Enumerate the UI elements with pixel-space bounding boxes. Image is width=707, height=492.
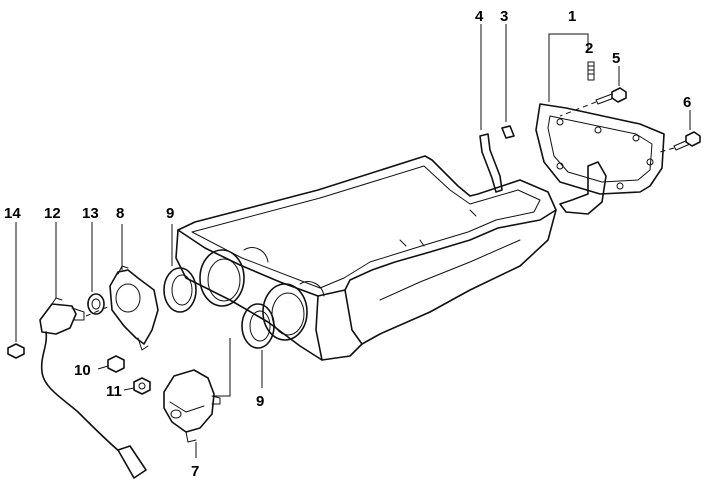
sensor-cover: [163, 369, 221, 458]
callout-11: 11: [106, 383, 122, 400]
nut: [123, 377, 151, 395]
callout-4: 4: [475, 8, 484, 25]
callout-1: 1: [568, 8, 576, 25]
callout-2: 2: [585, 40, 593, 57]
dowel-pin: [501, 24, 515, 139]
callout-5: 5: [612, 50, 620, 67]
callout-9-lower: 9: [256, 393, 264, 410]
bolt-small: [7, 222, 25, 359]
main-housing: [175, 155, 557, 397]
bolt-hex: [97, 355, 125, 373]
callout-7: 7: [191, 463, 199, 480]
stud: [587, 61, 595, 81]
callout-10: 10: [74, 362, 91, 379]
seal-ring-lower: [241, 303, 275, 388]
callout-13: 13: [82, 205, 99, 222]
callout-6: 6: [683, 94, 691, 111]
callout-8: 8: [116, 205, 124, 222]
cover-gasket: [535, 33, 665, 215]
seal-ring-upper: [163, 224, 197, 313]
sealing-washer: [87, 222, 105, 315]
callout-12: 12: [44, 205, 61, 222]
callout-14: 14: [4, 205, 21, 222]
pulse-rotor: [109, 224, 159, 351]
callout-9-upper: 9: [166, 205, 174, 222]
bolt-long: [659, 110, 701, 153]
position-sensor: [39, 222, 147, 479]
callouts: 1 2 3 4 5 6 7 8 9 9 10 11 12 13 14: [4, 8, 691, 480]
bolt-short: [559, 66, 627, 117]
gasket-strip: [479, 24, 503, 193]
callout-3: 3: [500, 8, 508, 25]
